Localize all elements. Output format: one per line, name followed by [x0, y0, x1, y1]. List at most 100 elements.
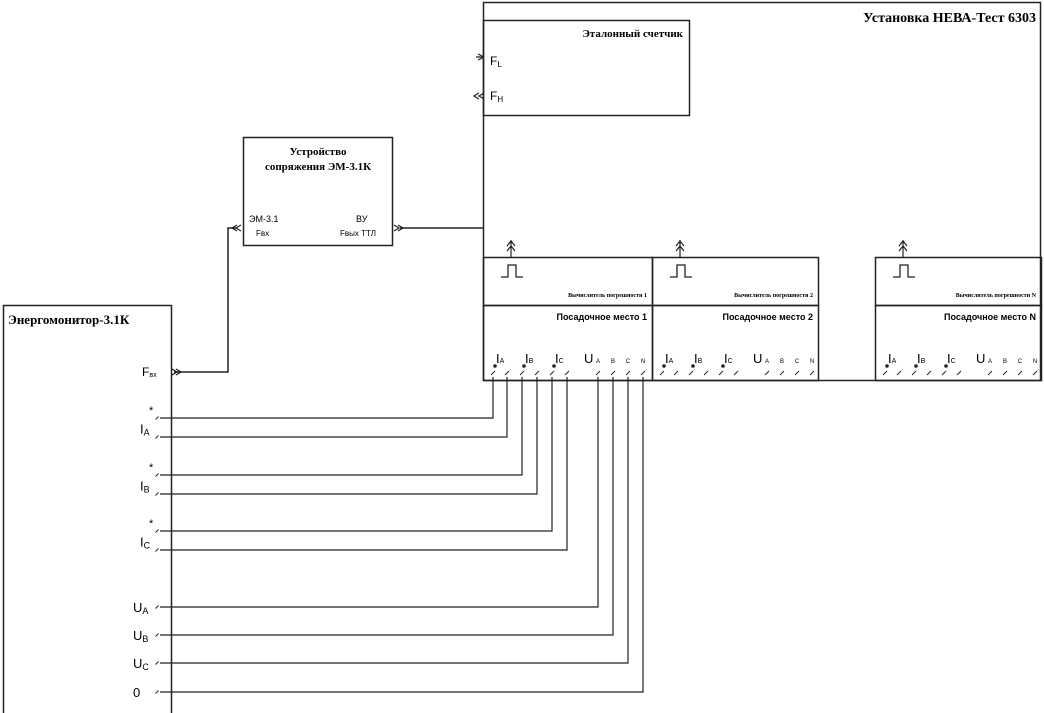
i-glyph: I — [888, 351, 892, 366]
terminal-slot — [549, 370, 555, 376]
i-glyph: I — [555, 351, 559, 366]
polarity-dot — [721, 364, 725, 368]
voltage-sub: B — [780, 359, 784, 365]
glyph: U — [133, 628, 142, 643]
current-terminal-label: IC — [947, 351, 956, 366]
polarity-dot — [552, 364, 556, 368]
measurement-wire — [160, 377, 538, 495]
polarity-star: * — [149, 462, 154, 474]
monitor-input-label-4: UA — [133, 600, 148, 616]
interface-out-label: ВУ — [356, 214, 368, 224]
measurement-wire — [160, 377, 568, 551]
measurement-wire — [160, 377, 523, 476]
i-glyph: I — [665, 351, 669, 366]
monitor-input-label-1: IA — [140, 422, 150, 438]
monitor-input-label-5: UB — [133, 628, 148, 644]
current-terminal-label: IB — [525, 351, 534, 366]
sub: C — [559, 358, 564, 365]
pulse-icon — [893, 264, 915, 278]
interface-out-arrow-icon — [393, 224, 405, 232]
terminal-slot — [733, 370, 739, 376]
measurement-wire — [160, 377, 508, 438]
terminal-slot — [519, 370, 525, 376]
interface-in-label-2: Fвх — [256, 229, 269, 238]
current-terminal-label: IC — [724, 351, 733, 366]
glyph: 0 — [133, 685, 140, 700]
etalon-meter-box — [482, 19, 691, 117]
u-glyph: U — [584, 351, 593, 366]
pulse-icon — [501, 264, 523, 278]
fl-arrow-icon — [476, 53, 485, 61]
u-glyph: U — [976, 351, 985, 366]
terminal-slot — [490, 370, 496, 376]
voltage-sub: A — [765, 359, 769, 365]
terminal-slot — [625, 370, 631, 376]
terminal-slot — [610, 370, 616, 376]
terminal-slot — [155, 605, 159, 609]
voltage-sub: B — [611, 359, 615, 365]
current-terminal-label: IB — [917, 351, 926, 366]
measurement-wire — [160, 377, 614, 636]
terminal-slot — [718, 370, 724, 376]
terminal-slot — [155, 690, 159, 694]
polarity-dot — [691, 364, 695, 368]
terminal-slot — [794, 370, 800, 376]
fh-arrow-icon — [472, 92, 485, 100]
energomonitor-title: Энергомонитор-3.1К — [8, 312, 130, 327]
interface-title-1: Устройство — [290, 146, 347, 158]
seat-label: Посадочное место 1 — [557, 312, 647, 322]
calculator-label: Вычислитель погрешности 1 — [568, 293, 647, 299]
polarity-dot — [662, 364, 666, 368]
terminal-slot — [155, 416, 159, 420]
monitor-input-label-2: IB — [140, 479, 150, 495]
terminal-slot — [155, 548, 159, 552]
glyph: I — [140, 535, 144, 550]
current-terminal-label: IA — [496, 351, 505, 366]
terminal-slot — [941, 370, 947, 376]
voltage-sub: C — [795, 359, 800, 365]
current-terminal-label: IB — [694, 351, 703, 366]
energomonitor-box — [2, 304, 173, 713]
interface-in-arrow-icon — [230, 224, 242, 232]
measurement-wire — [160, 377, 644, 693]
i-glyph: I — [947, 351, 951, 366]
polarity-star: * — [149, 518, 154, 530]
fl-label: FL — [490, 54, 502, 69]
terminal-slot — [659, 370, 665, 376]
terminal-slot — [155, 529, 159, 533]
terminal-slot — [911, 370, 917, 376]
neva-title: Установка НЕВА-Тест 6303 — [863, 11, 1036, 26]
polarity-dot — [914, 364, 918, 368]
etalon-title: Эталонный счетчик — [582, 28, 683, 40]
voltage-terminal-label: U — [976, 351, 985, 366]
polarity-star: * — [149, 405, 154, 417]
voltage-sub: C — [1018, 359, 1023, 365]
u-glyph: U — [753, 351, 762, 366]
terminal-slot — [703, 370, 709, 376]
i-glyph: I — [724, 351, 728, 366]
voltage-sub: B — [1003, 359, 1007, 365]
sub: A — [142, 606, 148, 616]
i-glyph: I — [496, 351, 500, 366]
measurement-wire — [160, 377, 494, 419]
sub: A — [892, 358, 897, 365]
sub: A — [669, 358, 674, 365]
current-terminal-label: IA — [888, 351, 897, 366]
terminal-slot — [688, 370, 694, 376]
measurement-wire — [160, 377, 629, 664]
terminal-slot — [155, 661, 159, 665]
voltage-sub: N — [1033, 359, 1037, 365]
terminal-slot — [809, 370, 815, 376]
terminal-slot — [673, 370, 679, 376]
glyph: I — [140, 479, 144, 494]
sub: C — [144, 541, 151, 551]
seat-3 — [874, 304, 1043, 382]
fin-label: Fвх — [142, 365, 157, 379]
seat-label: Посадочное место N — [944, 312, 1036, 322]
measurement-wire — [160, 377, 553, 532]
terminal-slot — [595, 370, 601, 376]
sub: C — [951, 358, 956, 365]
terminal-slot — [155, 473, 159, 477]
glyph: U — [133, 600, 142, 615]
voltage-terminal-label: U — [584, 351, 593, 366]
